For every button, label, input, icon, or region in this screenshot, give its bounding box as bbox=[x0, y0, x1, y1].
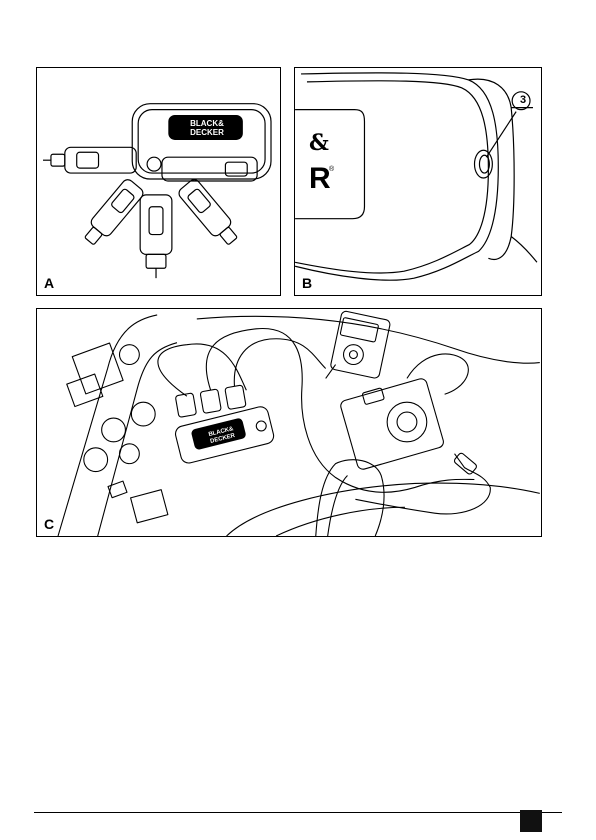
figure-b-registered-mark: ® bbox=[329, 166, 334, 173]
figure-b-logo-r: R bbox=[309, 164, 331, 194]
figure-a-label: A bbox=[44, 275, 54, 291]
figure-b: & R ® 3 B bbox=[294, 67, 542, 296]
figure-a: BLACK& DECKER A bbox=[36, 67, 281, 296]
figure-b-logo-ampersand: & bbox=[309, 130, 329, 156]
figure-b-illustration bbox=[295, 68, 541, 295]
figure-a-brand-logo: BLACK& DECKER bbox=[173, 119, 241, 137]
figure-b-label: B bbox=[302, 275, 312, 291]
figure-c-illustration bbox=[37, 309, 541, 536]
figure-c: BLACK& DECKER C bbox=[36, 308, 542, 537]
brand-line-2: DECKER bbox=[173, 128, 241, 137]
brand-line-1: BLACK& bbox=[173, 119, 241, 128]
figure-c-label: C bbox=[44, 516, 54, 532]
figure-a-illustration bbox=[37, 68, 280, 295]
page-marker bbox=[520, 810, 542, 832]
footer-rule bbox=[34, 812, 562, 813]
figure-b-callout-number: 3 bbox=[517, 94, 529, 106]
